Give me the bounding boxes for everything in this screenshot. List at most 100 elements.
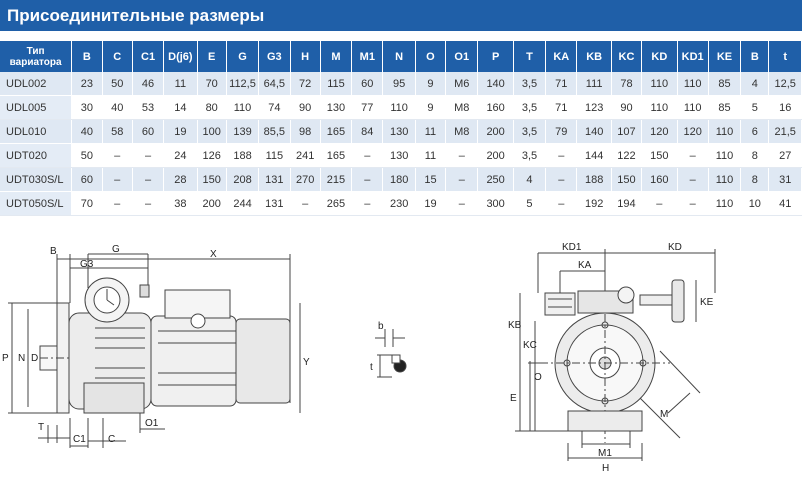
table-cell: 150 xyxy=(611,167,643,192)
table-cell: – xyxy=(677,191,709,216)
table-cell: 300 xyxy=(477,191,514,216)
table-cell: 150 xyxy=(641,143,678,168)
table-cell: 10 xyxy=(740,191,770,216)
dimensions-table: Тип вариатора B C C1 D(j6) E G G3 H M M1… xyxy=(0,41,802,216)
table-cell: 24 xyxy=(163,143,198,168)
table-cell: – xyxy=(445,191,479,216)
label-X: X xyxy=(210,249,217,260)
table-cell: – xyxy=(351,143,384,168)
table-cell: 79 xyxy=(545,119,578,144)
table-cell: 41 xyxy=(768,191,802,216)
table-cell: 107 xyxy=(611,119,643,144)
front-view-drawing xyxy=(515,249,716,461)
table-cell: 241 xyxy=(290,143,321,168)
table-cell: 194 xyxy=(611,191,643,216)
table-cell: – xyxy=(677,167,709,192)
table-header-model: Тип вариатора xyxy=(0,41,73,72)
table-cell: M8 xyxy=(445,119,479,144)
table-cell: 40 xyxy=(102,95,133,120)
table-cell: 4 xyxy=(740,72,770,96)
table-cell: 14 xyxy=(163,95,198,120)
label-P: P xyxy=(2,353,9,364)
table-cell: 15 xyxy=(415,167,447,192)
table-cell: 110 xyxy=(708,191,742,216)
table-cell: – xyxy=(545,167,578,192)
table-header: C1 xyxy=(132,41,165,72)
front-view-labels: KD1 KD KA KE KB KC O E M M1 H xyxy=(508,243,714,474)
table-cell: 46 xyxy=(132,72,165,96)
table-cell: 8 xyxy=(740,167,770,192)
table-cell: 144 xyxy=(576,143,612,168)
table-cell: 84 xyxy=(351,119,384,144)
table-cell: 53 xyxy=(132,95,165,120)
table-cell-model: UDL005 xyxy=(0,95,73,120)
table-header: M1 xyxy=(351,41,384,72)
table-cell: 78 xyxy=(611,72,643,96)
label-O1: O1 xyxy=(145,418,159,429)
side-view-drawing xyxy=(8,253,301,448)
table-cell: 110 xyxy=(708,167,742,192)
table-cell: 90 xyxy=(611,95,643,120)
table-cell: 74 xyxy=(258,95,291,120)
label-T: T xyxy=(38,422,44,433)
table-cell: 200 xyxy=(477,119,514,144)
label-O: O xyxy=(534,372,542,383)
table-header: B xyxy=(740,41,770,72)
label-D: D xyxy=(31,353,38,364)
table-header: KE xyxy=(708,41,742,72)
table-cell: 130 xyxy=(382,143,416,168)
label-N: N xyxy=(18,353,25,364)
table-cell: 70 xyxy=(71,191,103,216)
table-header: N xyxy=(382,41,416,72)
table-cell: – xyxy=(132,191,165,216)
table-cell: 180 xyxy=(382,167,416,192)
table-cell: 12,5 xyxy=(768,72,802,96)
table-cell: 215 xyxy=(320,167,353,192)
technical-drawings: B G G3 X P N D Y T C1 C O1 b t xyxy=(0,243,802,478)
table-header: KC xyxy=(611,41,643,72)
table-cell: 110 xyxy=(708,119,742,144)
table-cell: 5 xyxy=(740,95,770,120)
table-cell: 208 xyxy=(226,167,260,192)
table-header: KD1 xyxy=(677,41,709,72)
table-header: D(j6) xyxy=(163,41,198,72)
table-cell: – xyxy=(102,167,133,192)
table-cell: 140 xyxy=(576,119,612,144)
table-cell: 50 xyxy=(71,143,103,168)
label-B: B xyxy=(50,246,57,257)
table-header: M xyxy=(320,41,353,72)
keyway-detail xyxy=(375,329,407,378)
table-cell: 192 xyxy=(576,191,612,216)
table-cell: 165 xyxy=(320,119,353,144)
label-KD: KD xyxy=(668,243,682,253)
table-header: C xyxy=(102,41,133,72)
table-header: E xyxy=(197,41,227,72)
table-header: G xyxy=(226,41,260,72)
table-cell: 200 xyxy=(197,191,227,216)
table-cell: – xyxy=(545,143,578,168)
table-cell: 30 xyxy=(71,95,103,120)
side-view-labels: B G G3 X P N D Y T C1 C O1 xyxy=(2,244,310,445)
table-cell: 11 xyxy=(163,72,198,96)
table-cell: 110 xyxy=(677,95,709,120)
label-KE: KE xyxy=(700,297,714,308)
table-cell: 98 xyxy=(290,119,321,144)
table-cell: M8 xyxy=(445,95,479,120)
table-cell: 230 xyxy=(382,191,416,216)
table-cell: 85,5 xyxy=(258,119,291,144)
table-cell: 5 xyxy=(513,191,547,216)
table-cell: 110 xyxy=(677,72,709,96)
table-cell: – xyxy=(641,191,678,216)
table-cell: 160 xyxy=(641,167,678,192)
table-header: B xyxy=(71,41,103,72)
table-cell: 70 xyxy=(197,72,227,96)
table-cell: 4 xyxy=(513,167,547,192)
table-cell: 3,5 xyxy=(513,119,547,144)
table-header: H xyxy=(290,41,321,72)
table-cell: – xyxy=(677,143,709,168)
label-Y: Y xyxy=(303,357,310,368)
table-cell: 126 xyxy=(197,143,227,168)
table-cell: 60 xyxy=(132,119,165,144)
